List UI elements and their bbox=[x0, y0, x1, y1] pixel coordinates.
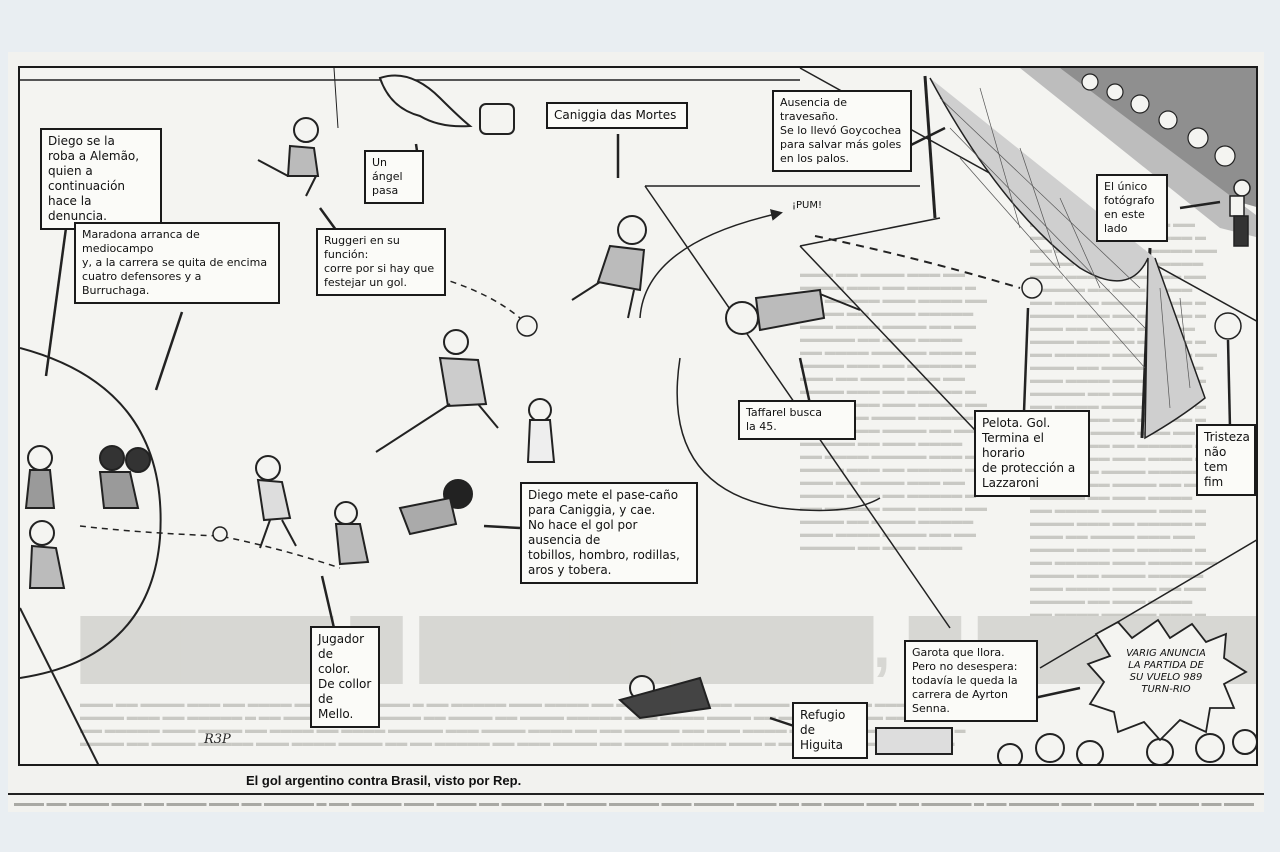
label-taffarel: Taffarel busca la 45. bbox=[738, 400, 856, 440]
label-refugio: Refugio de Higuita bbox=[792, 702, 868, 759]
crowd-heads bbox=[1081, 73, 1236, 167]
bleed-through-headline: ▇▇▇▇▇ ▇ ▇▇▇▇▇▇▇▇▇, ▇ ▇▇▇▇▇▇▇ bbox=[82, 609, 1258, 681]
goal-post-left bbox=[923, 75, 937, 219]
label-tristeza: Tristeza não tem fim bbox=[1196, 424, 1256, 496]
byline bbox=[1039, 539, 1256, 669]
label-garota: Garota que llora. Pero no desespera: tod… bbox=[904, 640, 1038, 722]
cartoon-panel: ▬▬▬ ▬▬ ▬▬▬▬ ▬▬▬ ▬▬ ▬▬▬▬ ▬▬▬ ▬▬ ▬▬▬▬▬ ▬ ▬… bbox=[18, 66, 1258, 766]
artist-signature: R3P bbox=[204, 732, 231, 747]
stand-shade bbox=[1060, 68, 1256, 207]
ball-path-2 bbox=[439, 277, 521, 319]
ball-path-4 bbox=[814, 235, 1021, 289]
label-diego-pase: Diego mete el pase-caño para Caniggia, y… bbox=[520, 482, 698, 584]
photographer bbox=[1229, 179, 1251, 247]
label-travesano: Ausencia de travesaño. Se lo llevó Goyco… bbox=[772, 90, 912, 172]
label-caniggia: Caniggia das Mortes bbox=[546, 102, 688, 129]
label-jugador-color: Jugador de color. De collor de Mello. bbox=[310, 626, 380, 728]
label-varig: VARIG ANUNCIA LA PARTIDA DE SU VUELO 989… bbox=[1126, 648, 1206, 695]
ball-path-1 bbox=[79, 525, 341, 569]
bleed-through-footer: ▬▬▬ ▬▬ ▬▬▬▬ ▬▬▬ ▬▬ ▬▬▬▬ ▬▬▬ ▬▬ ▬▬▬▬▬ ▬ ▬… bbox=[14, 798, 1254, 809]
label-ruggeri: Ruggeri en su función: corre por si hay … bbox=[316, 228, 446, 296]
ball-path-3 bbox=[639, 209, 783, 319]
label-maradona-runs: Maradona arranca de mediocampo y, a la c… bbox=[74, 222, 280, 304]
cartoon-drawing bbox=[20, 68, 1256, 764]
center-circle bbox=[20, 347, 162, 679]
figure-caption: El gol argentino contra Brasil, visto po… bbox=[246, 773, 522, 788]
small-box-top bbox=[799, 217, 941, 247]
label-pum: ¡PUM! bbox=[792, 200, 822, 211]
midfield-line bbox=[20, 607, 100, 764]
pointer-lines bbox=[44, 126, 1232, 730]
page-rule bbox=[8, 793, 1264, 795]
balls bbox=[212, 277, 1242, 542]
label-angel: Un ángel pasa bbox=[364, 150, 424, 204]
label-fotografo: El único fotógrafo en este lado bbox=[1096, 174, 1168, 242]
net-mesh bbox=[939, 87, 1191, 409]
penalty-arc bbox=[676, 357, 881, 512]
stand-shade-2 bbox=[1020, 68, 1256, 237]
label-diego-robs: Diego se la roba a Alemão, quien a conti… bbox=[40, 128, 162, 230]
field-tick bbox=[333, 68, 339, 129]
players bbox=[24, 74, 1256, 764]
goal-net bbox=[929, 77, 1206, 440]
label-pelota-gol: Pelota. Gol. Termina el horario de prote… bbox=[974, 410, 1090, 497]
varig-burst bbox=[1086, 618, 1248, 742]
